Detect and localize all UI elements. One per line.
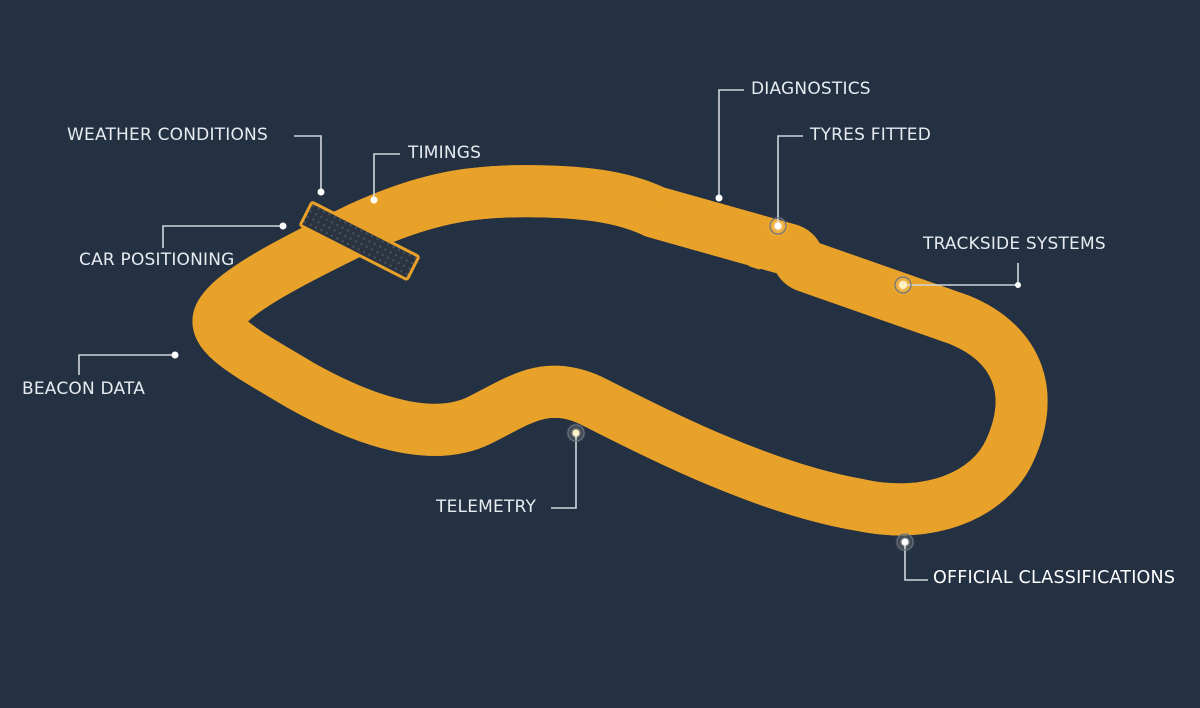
label-timings: TIMINGS bbox=[408, 143, 482, 163]
pit-marker bbox=[748, 261, 762, 270]
marker-diagnostics-icon bbox=[715, 194, 723, 202]
ring-official bbox=[896, 533, 914, 551]
marker-beacon-icon bbox=[171, 351, 179, 359]
label-tyres-fitted: TYRES FITTED bbox=[810, 125, 932, 145]
ring-telemetry bbox=[567, 424, 585, 442]
leader-car-positioning bbox=[162, 225, 283, 248]
start-finish-gantry bbox=[299, 201, 420, 281]
leader-official bbox=[904, 542, 928, 581]
leader-timings bbox=[373, 153, 400, 200]
marker-official-icon bbox=[901, 538, 909, 546]
label-telemetry: TELEMETRY bbox=[436, 497, 537, 517]
marker-tyres-icon bbox=[774, 222, 782, 230]
leader-beacon bbox=[78, 354, 175, 375]
pit-lane bbox=[638, 200, 669, 210]
label-official-classifications: OFFICIAL CLASSIFICATIONS bbox=[933, 568, 1176, 588]
label-diagnostics: DIAGNOSTICS bbox=[751, 79, 871, 99]
marker-telemetry-icon bbox=[572, 429, 580, 437]
marker-trackside-icon bbox=[899, 281, 907, 289]
ring-tyres bbox=[769, 217, 787, 235]
label-weather-conditions: WEATHER CONDITIONS bbox=[67, 125, 268, 145]
marker-timings-icon bbox=[370, 196, 378, 204]
marker-weather-icon bbox=[317, 188, 325, 196]
leader-weather bbox=[294, 135, 322, 192]
label-car-positioning: CAR POSITIONING bbox=[79, 250, 235, 270]
race-track bbox=[218, 191, 1021, 509]
leader-tyres bbox=[777, 135, 803, 226]
ring-trackside bbox=[894, 276, 912, 294]
markers bbox=[171, 188, 1021, 553]
marker-trackside-end-icon bbox=[1015, 282, 1021, 288]
leader-diagnostics bbox=[718, 89, 744, 198]
leader-telemetry bbox=[551, 433, 577, 509]
leader-lines bbox=[78, 89, 1019, 581]
marker-car-positioning-icon bbox=[279, 222, 287, 230]
label-beacon-data: BEACON DATA bbox=[22, 379, 146, 399]
label-trackside-systems: TRACKSIDE SYSTEMS bbox=[923, 234, 1106, 254]
